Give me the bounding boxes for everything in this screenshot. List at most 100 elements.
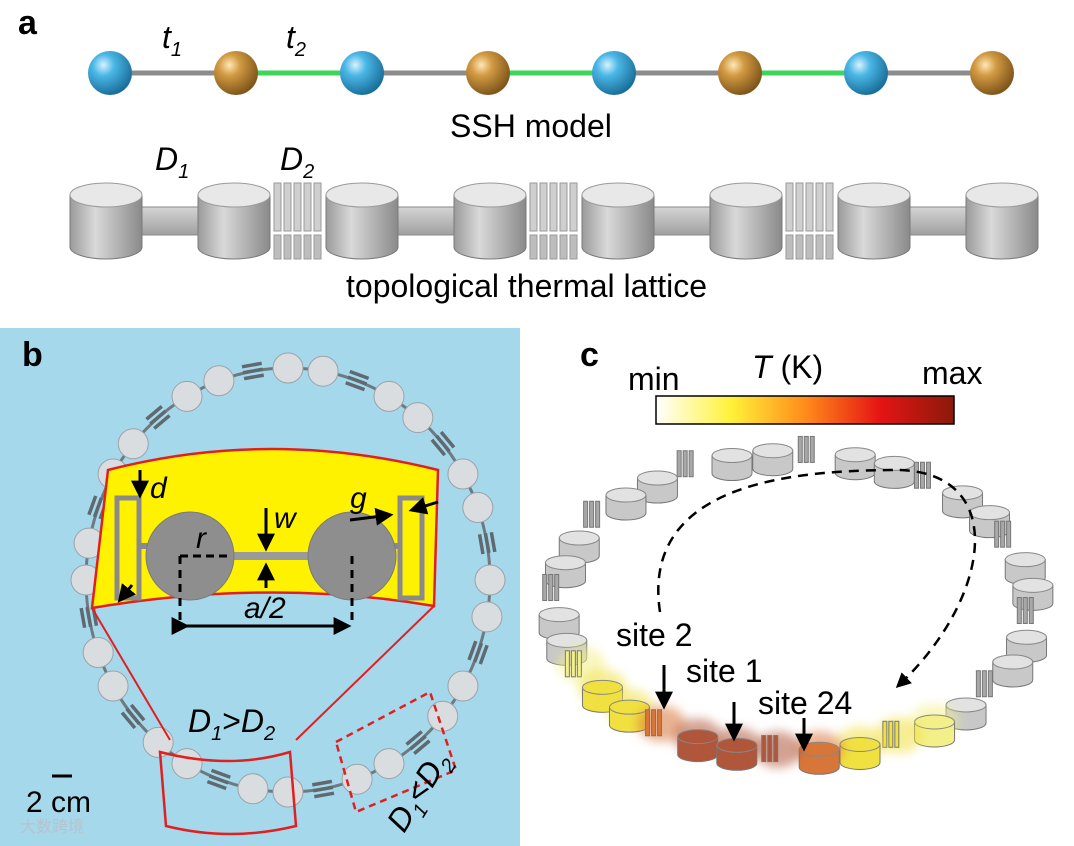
lattice-spring-prong	[529, 234, 538, 260]
ring-spring-prong	[651, 709, 657, 737]
spring-line	[145, 405, 163, 421]
ring-spring-prong	[1016, 597, 1022, 625]
ring-spring	[311, 779, 335, 799]
site-2-label: site 2	[616, 617, 692, 653]
ring-disc	[97, 670, 129, 702]
ring-spring-prong	[1028, 597, 1034, 625]
t1-label: t1	[162, 19, 182, 61]
ring-cylinder-top	[716, 737, 758, 753]
cond-d1-less-d2: D1<D2	[379, 745, 461, 841]
ring-spring-prong	[570, 650, 576, 678]
lattice-cylinder-top	[197, 182, 271, 208]
ring-cylinder-top	[608, 699, 650, 715]
lattice-cylinder-side	[965, 194, 1039, 260]
spring-line	[347, 375, 368, 386]
ring-disc	[272, 352, 304, 384]
ring-disc	[447, 670, 479, 702]
lattice-spring-prong	[539, 182, 548, 232]
lattice-spring-prong	[303, 182, 312, 232]
ring-spring-prong	[676, 450, 682, 478]
scale-bar-label: 2 cm	[26, 786, 91, 819]
lattice-spring-prong	[283, 182, 292, 232]
ring-spring	[206, 768, 231, 791]
ssh-chain	[88, 51, 1014, 95]
lattice-spring-prong	[303, 234, 312, 260]
colorbar-max: max	[922, 355, 982, 391]
ring-spring-prong	[554, 573, 560, 601]
watermark: 大数跨境	[20, 817, 84, 836]
spring-line	[430, 438, 447, 457]
ring-spring-prong	[595, 500, 601, 528]
lattice-cylinder-top	[69, 182, 143, 208]
spring-line	[413, 739, 431, 755]
spring-line	[467, 640, 478, 661]
ssh-model-label: SSH model	[450, 108, 612, 144]
ring-spring	[145, 405, 171, 430]
ring-disc	[237, 773, 269, 805]
ring-spring-prong	[548, 573, 554, 601]
lattice-spring-prong	[559, 234, 568, 260]
ring-cylinder-top	[945, 697, 987, 713]
propagation-arrow	[657, 468, 977, 689]
spring-line	[79, 607, 87, 629]
ring-spring	[430, 430, 456, 457]
ring-spring-prong	[975, 670, 981, 698]
ring-disc	[82, 637, 114, 669]
d2-label: D2	[280, 141, 314, 183]
lattice-spring-prong	[795, 234, 804, 260]
ring-cylinder-top	[839, 736, 881, 752]
site-a-sphere	[340, 51, 384, 95]
site-a-sphere	[844, 51, 888, 95]
spring-line	[311, 779, 333, 787]
ring-disc	[142, 726, 174, 758]
ring-spring-prong	[657, 709, 663, 737]
site-a-sphere	[592, 51, 636, 95]
spring-line	[349, 369, 370, 380]
connecting-beam	[230, 552, 310, 560]
lattice-cylinder-top	[965, 182, 1039, 208]
zoom-line-right	[295, 605, 435, 741]
site-b-sphere	[970, 51, 1014, 95]
ring-spring-prong	[919, 461, 925, 489]
panel-b: b d g	[0, 328, 520, 846]
lattice-cylinder-side	[325, 194, 399, 260]
dim-half-a: a/2	[244, 592, 286, 625]
ring-spring-prong	[797, 435, 803, 463]
site-a-sphere	[88, 51, 132, 95]
inset-drawing: d g w r a/2	[114, 470, 439, 635]
lattice-spring-prong	[293, 234, 302, 260]
ring-disc	[471, 601, 503, 633]
lattice-spring-prong	[313, 234, 322, 260]
ring-cylinder-top	[1006, 629, 1048, 645]
spring-line	[243, 373, 265, 381]
lattice-spring-prong	[273, 182, 282, 232]
ring-cylinder-top	[711, 448, 753, 464]
lattice-cylinder-side	[453, 194, 527, 260]
lattice-cylinder-top	[709, 182, 783, 208]
heated-ring	[538, 435, 1054, 775]
ring-cylinder-top	[605, 487, 647, 503]
lattice-cylinder-side	[709, 194, 783, 260]
ring-disc	[462, 491, 494, 523]
ring-spring-prong	[682, 450, 688, 478]
ring-spring-prong	[542, 573, 548, 601]
spring-line	[409, 734, 427, 751]
lattice-spring-prong	[815, 182, 824, 232]
spring-line	[312, 785, 334, 793]
ring-cylinder-top	[834, 447, 876, 463]
ring-cylinder-top	[581, 679, 623, 695]
ring-cylinder-top	[873, 455, 915, 471]
dim-d: d	[150, 472, 168, 505]
d1-label: D1	[155, 141, 189, 183]
ring-spring-prong	[803, 435, 809, 463]
site-b-sphere	[466, 51, 510, 95]
lattice-cylinder-side	[197, 194, 271, 260]
ring-cylinder-top	[914, 714, 956, 730]
dim-w: w	[274, 502, 298, 535]
spring-line	[120, 711, 137, 730]
ring-spring	[467, 640, 489, 665]
ring-spring	[345, 369, 370, 392]
g-arrow-right	[408, 497, 439, 515]
lattice-spring-prong	[825, 182, 834, 232]
